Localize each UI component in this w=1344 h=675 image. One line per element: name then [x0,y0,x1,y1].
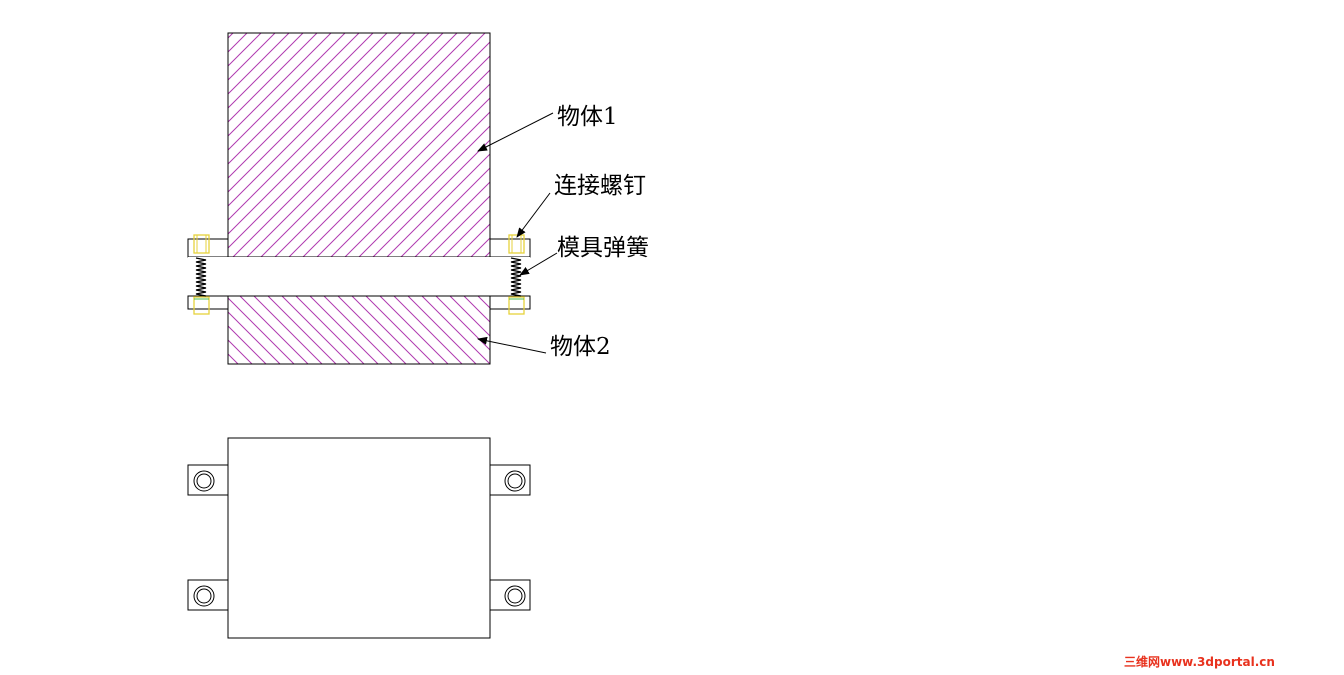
left-screw-icon [193,234,210,315]
leader-screw [516,192,551,238]
label-body1: 物体1 [557,104,618,130]
bolt-hole-icon [193,585,215,607]
plan-lug-top-right [489,464,531,496]
body1-block [227,32,491,258]
bolt-hole-icon [193,470,215,492]
body2-block [227,295,491,365]
leader-body1 [477,112,554,152]
label-body2: 物体2 [550,334,611,360]
leader-body2 [477,336,547,354]
plan-lug-bottom-right [489,579,531,611]
right-screw-icon [508,234,525,315]
top-view [187,437,531,639]
plan-lug-bottom-left [187,579,229,611]
watermark: 三维网www.3dportal.cn [1124,654,1275,669]
gap-region [188,257,530,296]
plan-body [227,437,491,639]
bolt-hole-icon [504,585,526,607]
front-view: 物体1 连接螺钉 模具弹簧 物体2 [187,32,649,365]
bolt-hole-icon [504,470,526,492]
left-spring-icon [195,257,207,297]
label-screw: 连接螺钉 [554,173,646,199]
right-spring-icon [510,257,522,297]
label-spring: 模具弹簧 [557,235,649,261]
plan-lug-top-left [187,464,229,496]
leader-spring [519,252,558,276]
